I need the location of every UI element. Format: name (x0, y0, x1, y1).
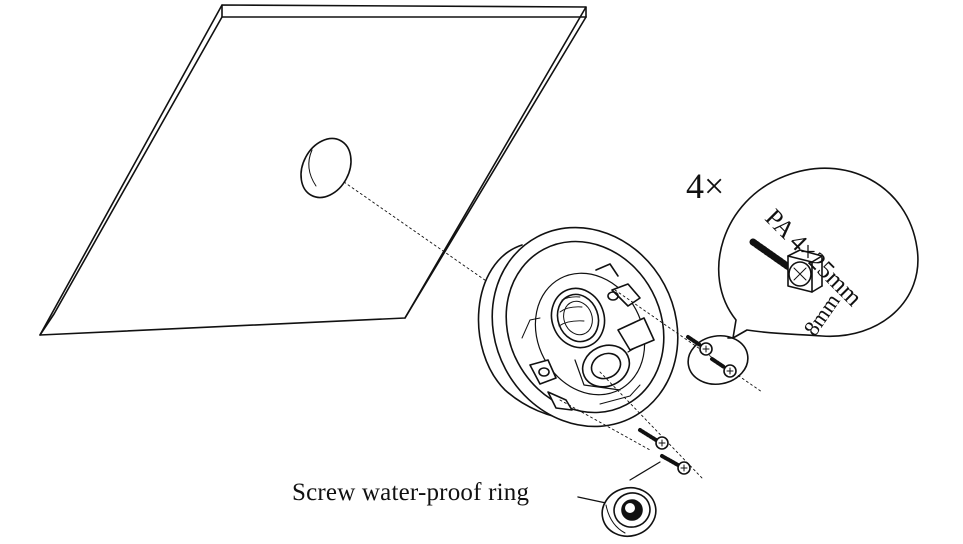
water-proof-ring (601, 486, 657, 538)
magnified-screw (749, 238, 823, 293)
ring-leader-line (577, 496, 607, 504)
screw-detail-callout (717, 167, 919, 339)
screw-callout-bubble (687, 334, 749, 386)
screw-lower-left (638, 428, 669, 450)
water-proof-ring-label: Screw water-proof ring (292, 479, 530, 506)
junction-box (477, 226, 679, 428)
screw-upper-left (686, 335, 713, 356)
cable-hole (300, 137, 352, 199)
screw-upper-right (710, 357, 737, 378)
ring-leader-line-upper (629, 461, 661, 481)
screw-guide-lines (559, 289, 763, 479)
center-guide-line (343, 181, 493, 286)
screw-lower-right (660, 454, 691, 475)
screw-quantity-label: 4× (686, 166, 725, 206)
